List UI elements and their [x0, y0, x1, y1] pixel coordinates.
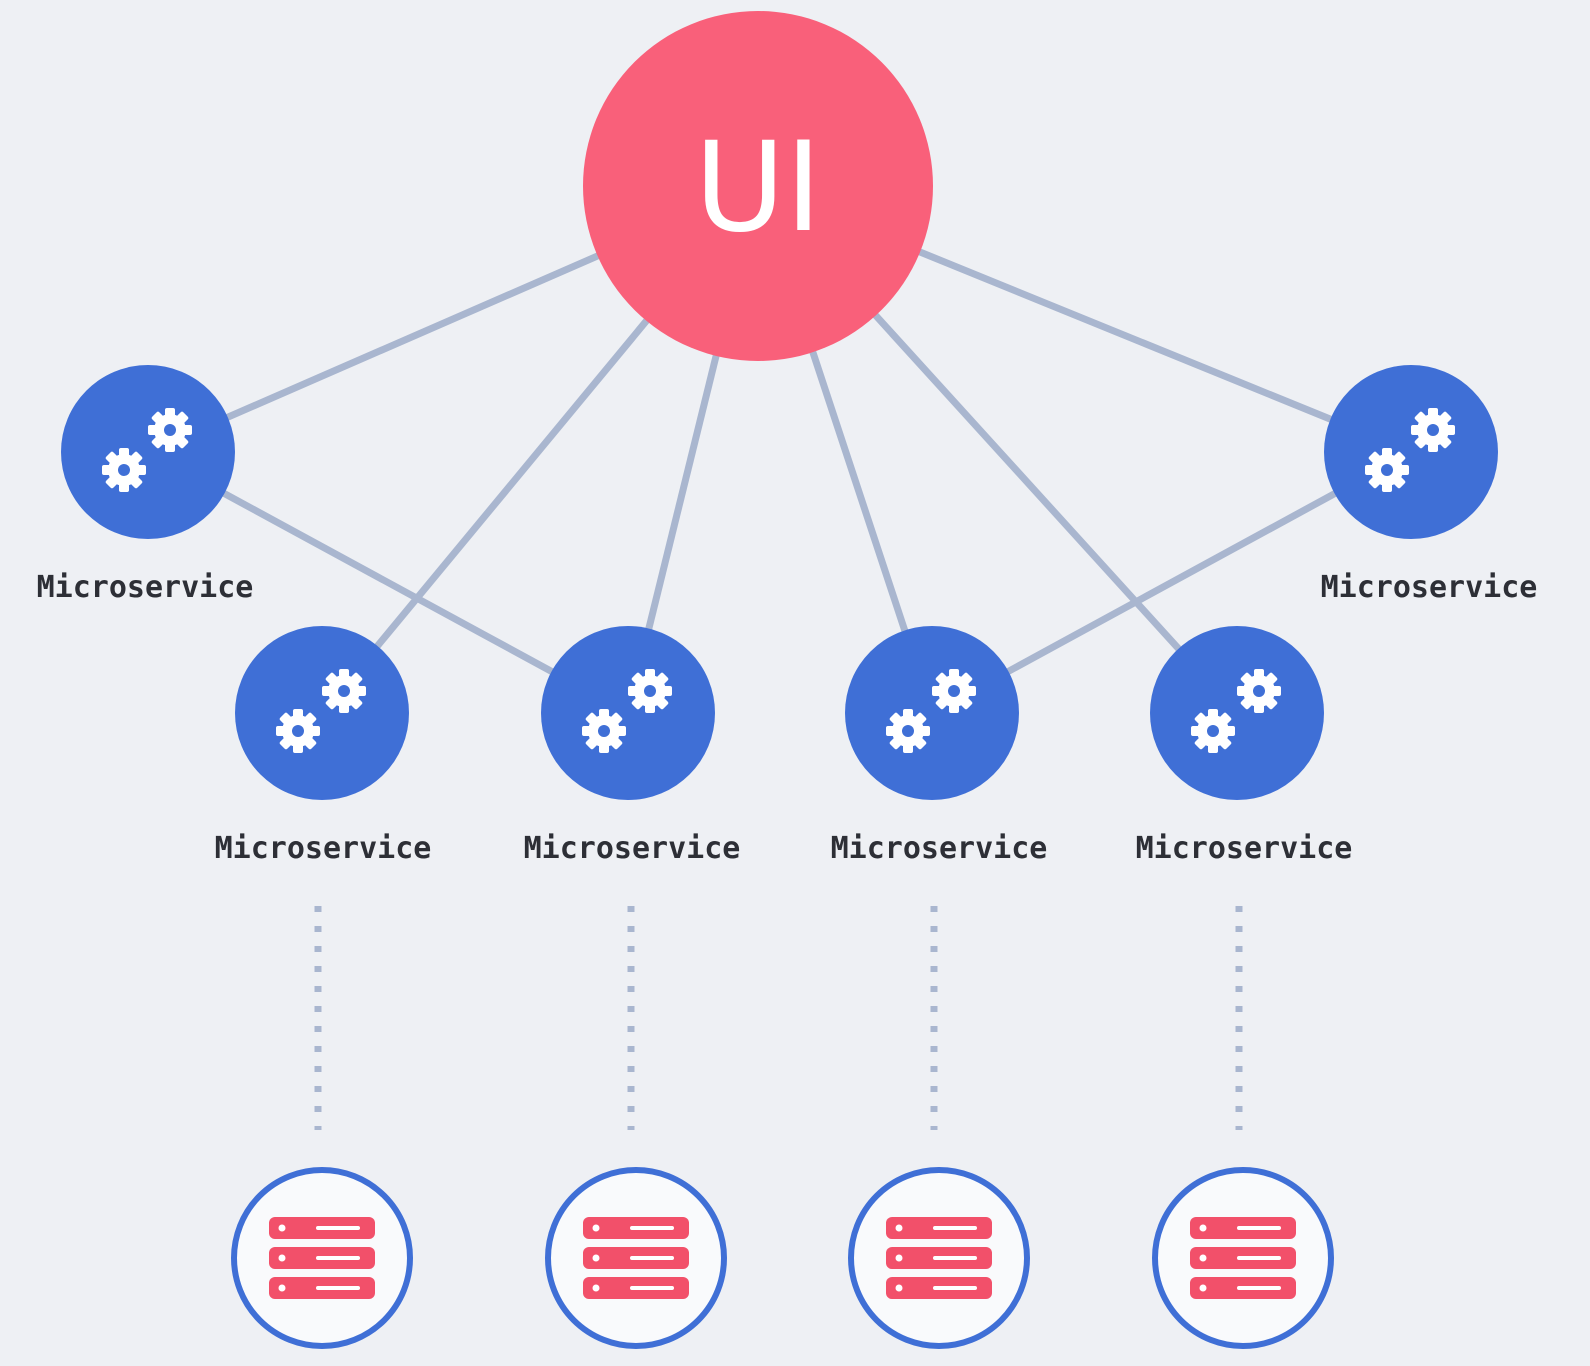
gear-hole: [118, 464, 130, 476]
connector-svc-6-svc-4: [930, 448, 1413, 717]
microservice-label: Microservice: [215, 831, 432, 866]
microservice-label: Microservice: [1136, 831, 1353, 866]
microservice-node[interactable]: Microservice: [1321, 365, 1538, 605]
gear-hole: [1427, 424, 1439, 436]
gear-hole: [1253, 685, 1265, 697]
gear-hole: [292, 725, 304, 737]
microservice-node-circle: [541, 626, 715, 800]
database-node[interactable]: [545, 1167, 727, 1349]
database-node[interactable]: [231, 1167, 413, 1349]
database-server-icon: [1190, 1217, 1296, 1299]
database-server-icon: [583, 1217, 689, 1299]
gear-hole: [338, 685, 350, 697]
database-node[interactable]: [848, 1167, 1030, 1349]
microservice-label: Microservice: [37, 570, 254, 605]
gear-hole: [902, 725, 914, 737]
gear-hole: [598, 725, 610, 737]
microservice-node[interactable]: Microservice: [215, 626, 432, 866]
gear-hole: [948, 685, 960, 697]
microservice-node-circle: [845, 626, 1019, 800]
gear-hole: [164, 424, 176, 436]
microservice-label: Microservice: [1321, 570, 1538, 605]
ui-node-label: UI: [694, 116, 821, 260]
microservice-node[interactable]: Microservice: [524, 626, 741, 866]
database-node[interactable]: [1152, 1167, 1334, 1349]
ui-node-circle: [583, 11, 933, 361]
microservice-node[interactable]: Microservice: [37, 365, 254, 605]
microservice-label: Microservice: [524, 831, 741, 866]
microservice-node-circle: [1324, 365, 1498, 539]
microservice-node[interactable]: Microservice: [831, 626, 1048, 866]
gear-hole: [1207, 725, 1219, 737]
database-server-icon: [269, 1217, 375, 1299]
ui-node[interactable]: UI: [583, 11, 933, 361]
gear-hole: [644, 685, 656, 697]
microservice-label: Microservice: [831, 831, 1048, 866]
microservice-node-circle: [61, 365, 235, 539]
microservice-node-circle: [1150, 626, 1324, 800]
microservice-node-circle: [235, 626, 409, 800]
gear-hole: [1381, 464, 1393, 476]
connector-svc-1-svc-3: [146, 448, 630, 717]
database-server-icon: [886, 1217, 992, 1299]
microservice-node[interactable]: Microservice: [1136, 626, 1353, 866]
